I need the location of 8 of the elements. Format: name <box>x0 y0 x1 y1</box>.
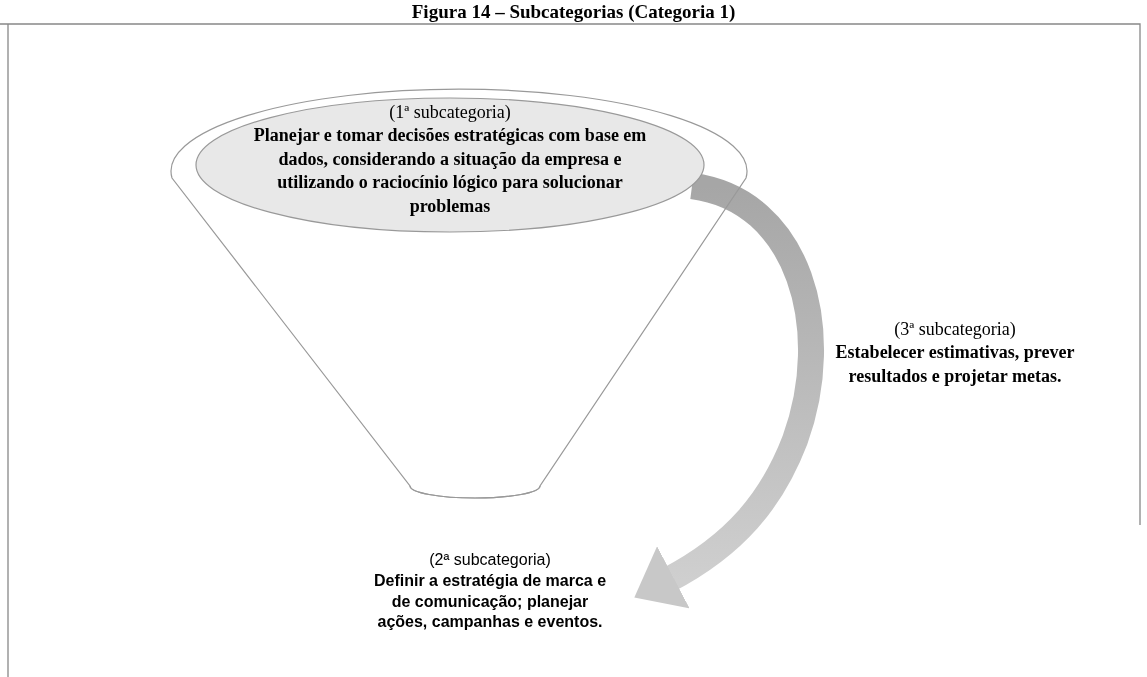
figure-title: Figura 14 – Subcategorias (Categoria 1) <box>411 1 736 22</box>
subcategory-label: (1ª subcategoria) <box>388 101 512 124</box>
subcategory-description: Planejar e tomar decisões estratégicas com base em dados, considerando a situação da empresa e utilizando o raciocínio lógico para solucionar problemas <box>252 124 648 218</box>
subcategory-label: (3ª subcategoria) <box>893 318 1017 341</box>
subcategory-description: Definir a estratégia de marca e de comunicação; planejar ações, campanhas e eventos. <box>372 570 608 633</box>
subcategory-description: Estabelecer estimativas, prever resultados e projetar metas. <box>834 341 1076 388</box>
ellipse-node <box>195 97 705 233</box>
subcategory-label: (2ª subcategoria) <box>428 550 552 570</box>
